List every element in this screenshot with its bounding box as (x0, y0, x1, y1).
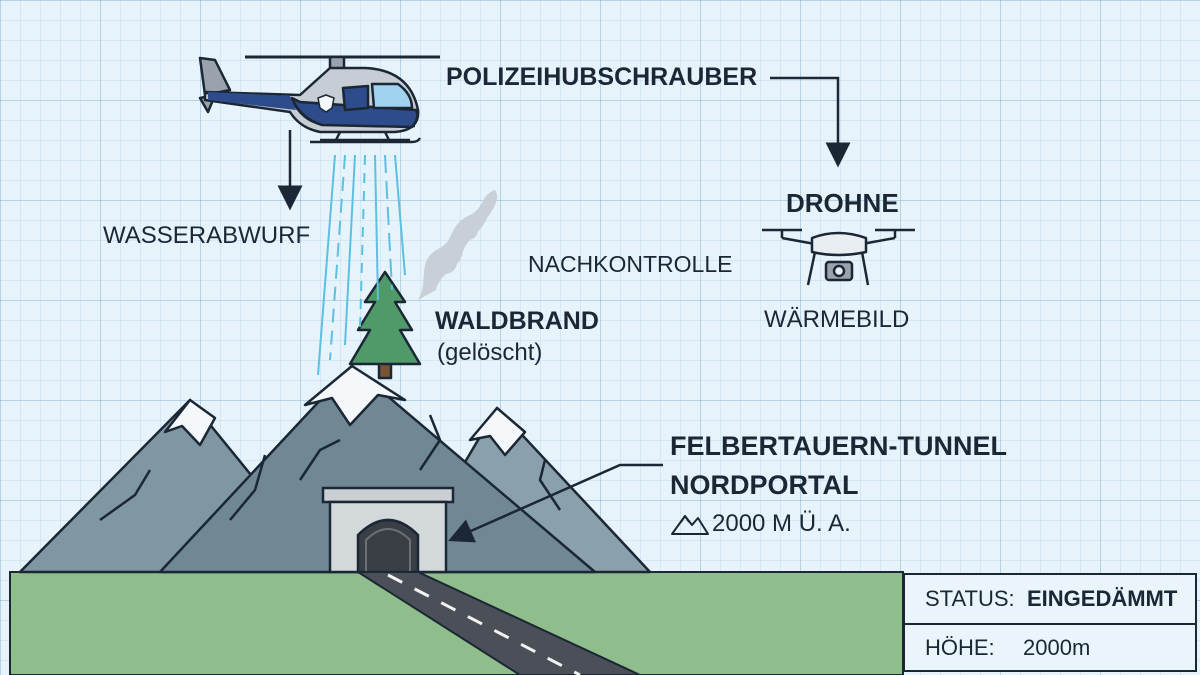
recheck-label: NACHKONTROLLE (528, 251, 733, 277)
drone-label: DROHNE (786, 188, 899, 218)
arrow-helicopter-to-drone (770, 76, 851, 168)
mountain-icon (671, 515, 709, 535)
police-helicopter-icon (198, 55, 440, 144)
tunnel-portal (321, 486, 455, 574)
smoke (418, 190, 498, 300)
road (354, 571, 641, 675)
tunnel-title-line2: NORDPORTAL (670, 470, 859, 500)
water-drop-label: WASSERABWURF (103, 222, 311, 249)
height-value: 2000m (1023, 635, 1091, 660)
fire-title: WALDBRAND (435, 307, 599, 335)
drone-icon (762, 228, 915, 286)
fire-subtitle: (gelöscht) (437, 339, 543, 366)
height-row: HÖHE: 2000m (905, 624, 1195, 672)
tree-icon (348, 270, 422, 380)
water-stream (317, 154, 406, 376)
height-label: HÖHE: (925, 635, 995, 660)
status-label: STATUS: (925, 586, 1015, 611)
helicopter-label: POLIZEIHUBSCHRAUBER (446, 63, 758, 91)
arrow-to-tunnel (448, 463, 663, 543)
tunnel-title-line1: FELBERTAUERN-TUNNEL (670, 431, 1007, 461)
altitude-label: 2000 M Ü. A. (712, 510, 851, 537)
status-panel: STATUS: EINGEDÄMMT HÖHE: 2000m (903, 573, 1197, 672)
thermal-image-label: WÄRMEBILD (764, 306, 910, 333)
status-value: EINGEDÄMMT (1027, 586, 1178, 611)
status-row: STATUS: EINGEDÄMMT (905, 575, 1195, 625)
